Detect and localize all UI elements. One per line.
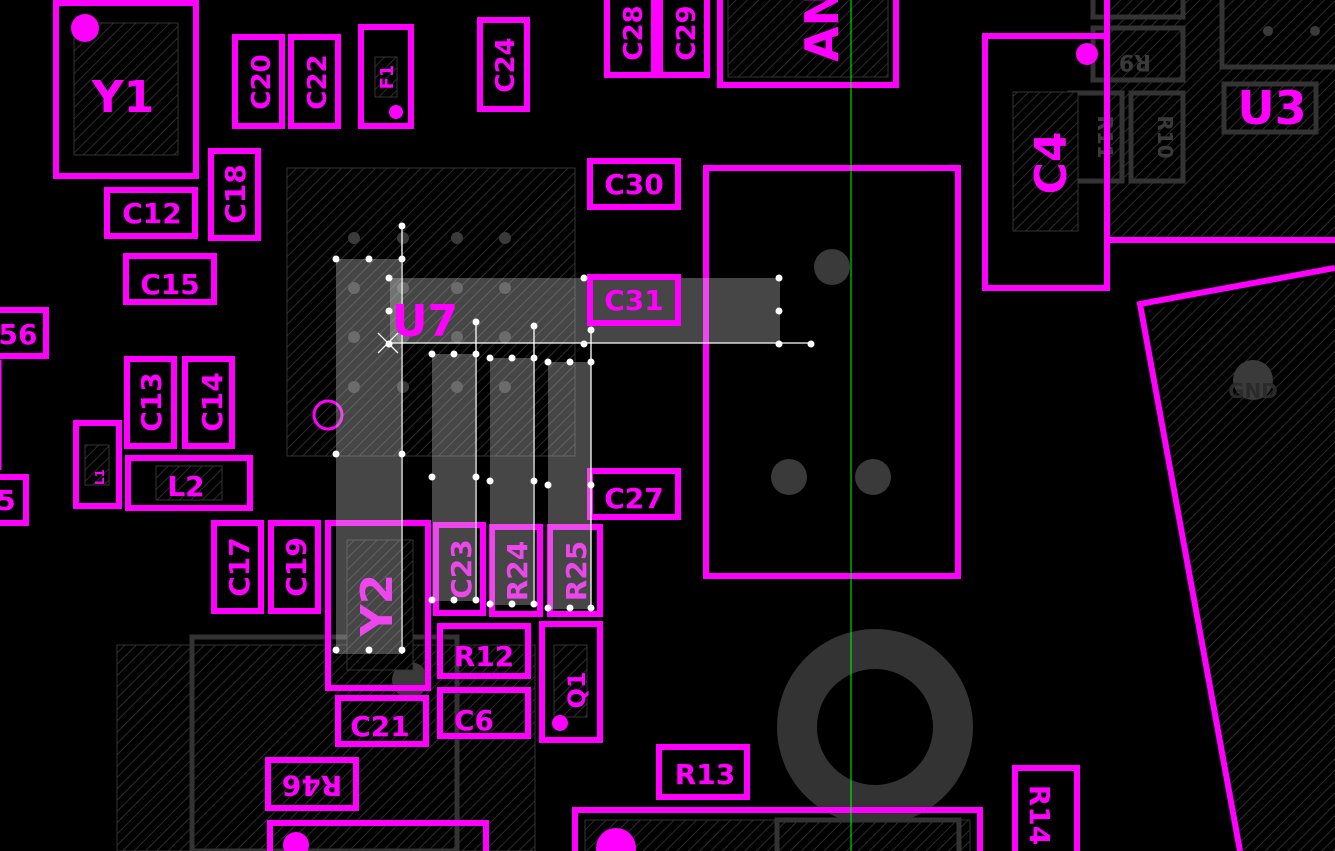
svg-text:C21: C21 <box>350 710 410 743</box>
svg-text:R25: R25 <box>560 541 593 602</box>
component-C30[interactable]: C30 <box>587 158 681 210</box>
component-bottom-left-ic[interactable] <box>267 820 489 851</box>
component-C17[interactable]: C17 <box>211 520 264 614</box>
svg-text:Y2: Y2 <box>352 574 403 637</box>
svg-text:Y1: Y1 <box>91 72 154 123</box>
pad-group <box>392 249 1273 698</box>
svg-text:R10: R10 <box>1153 115 1177 158</box>
svg-text:CHA: CHA <box>845 679 906 709</box>
component-C22[interactable]: C22 <box>288 34 341 129</box>
component-C24[interactable]: C24 <box>477 17 530 112</box>
svg-text:Q1: Q1 <box>563 671 591 708</box>
component-Q1[interactable]: Q1 <box>539 621 603 743</box>
component-L1[interactable]: L1 <box>73 420 122 509</box>
component-bottom-center-ic[interactable] <box>572 807 983 851</box>
component-R12[interactable]: R12 <box>437 623 531 679</box>
svg-text:C15: C15 <box>140 268 200 301</box>
svg-text:R9: R9 <box>1119 49 1151 74</box>
svg-text:C4: C4 <box>1026 132 1077 195</box>
svg-text:C14: C14 <box>196 372 229 432</box>
selection-overlay[interactable] <box>336 259 780 654</box>
svg-text:L2: L2 <box>167 470 204 503</box>
component-C6[interactable]: C6 <box>437 687 531 739</box>
svg-text:R13: R13 <box>675 758 736 791</box>
component-C21[interactable]: C21 <box>335 695 429 747</box>
component-large-connector[interactable] <box>703 165 961 579</box>
component-U3[interactable]: U3 <box>1237 81 1306 135</box>
mounting-hole[interactable]: CHA <box>777 629 973 825</box>
component-U7[interactable] <box>286 167 576 457</box>
svg-text:C23: C23 <box>445 539 478 599</box>
svg-text:C22: C22 <box>303 54 333 109</box>
component-R25[interactable]: R25 <box>547 524 603 617</box>
svg-text:C20: C20 <box>247 54 277 109</box>
svg-text:R12: R12 <box>454 640 515 673</box>
component-C15[interactable]: C15 <box>123 253 217 305</box>
gnd-label: GND <box>1228 379 1278 403</box>
component-L2[interactable]: L2 <box>125 455 253 511</box>
component-F1[interactable]: F1 <box>358 24 414 129</box>
component-C31[interactable]: C31 <box>587 274 681 326</box>
svg-text:C28: C28 <box>619 5 649 60</box>
component-R13[interactable]: R13 <box>656 744 750 800</box>
component-C12[interactable]: C12 <box>104 187 198 239</box>
svg-text:C24: C24 <box>491 37 521 92</box>
component-C19[interactable]: C19 <box>268 520 321 614</box>
svg-text:56: 56 <box>0 318 37 351</box>
component-C27[interactable]: C27 <box>587 468 681 520</box>
svg-text:F1: F1 <box>377 65 398 90</box>
svg-text:C17: C17 <box>223 537 256 597</box>
svg-text:C6: C6 <box>454 704 494 737</box>
component-C5[interactable]: 5 <box>0 474 29 526</box>
svg-text:C30: C30 <box>604 168 664 201</box>
svg-text:AN: AN <box>795 0 849 62</box>
svg-text:R24: R24 <box>501 541 534 602</box>
component-C56[interactable]: 56 <box>0 307 49 359</box>
svg-text:L1: L1 <box>93 469 107 485</box>
component-C4[interactable]: C4 <box>982 33 1110 291</box>
component-R14[interactable]: R14 <box>1012 765 1080 851</box>
component-C28[interactable]: C28 <box>604 0 657 78</box>
svg-text:C18: C18 <box>219 164 252 224</box>
component-C18[interactable]: C18 <box>208 148 261 241</box>
component-U3-outline-dim[interactable] <box>1219 0 1335 135</box>
svg-text:C27: C27 <box>604 482 664 515</box>
component-AN[interactable]: AN <box>717 0 899 88</box>
board-region-right-angled <box>1148 275 1335 851</box>
svg-text:C29: C29 <box>672 5 702 60</box>
component-C29[interactable]: C29 <box>657 0 710 78</box>
component-C31-label: C31 <box>604 284 664 317</box>
selection-handles[interactable] <box>332 222 815 654</box>
component-R46[interactable]: R46 <box>265 757 359 811</box>
component-C14[interactable]: C14 <box>182 356 235 449</box>
component-C23[interactable]: C23 <box>433 522 486 616</box>
svg-text:5: 5 <box>0 484 16 517</box>
svg-text:C12: C12 <box>122 197 182 230</box>
component-R24[interactable]: R24 <box>489 524 543 617</box>
svg-text:U3: U3 <box>1237 81 1306 135</box>
svg-text:R14: R14 <box>1023 785 1056 846</box>
U7-label: U7 <box>392 296 458 347</box>
component-C20[interactable]: C20 <box>232 34 285 129</box>
svg-text:C19: C19 <box>280 537 313 597</box>
component-Y1[interactable]: Y1 <box>53 0 199 179</box>
component-R10-dim[interactable]: R10 <box>1128 90 1186 184</box>
component-C13[interactable]: C13 <box>124 356 177 449</box>
region-outline-right <box>1104 0 1335 851</box>
svg-text:C13: C13 <box>135 372 168 432</box>
svg-text:R46: R46 <box>282 769 343 802</box>
